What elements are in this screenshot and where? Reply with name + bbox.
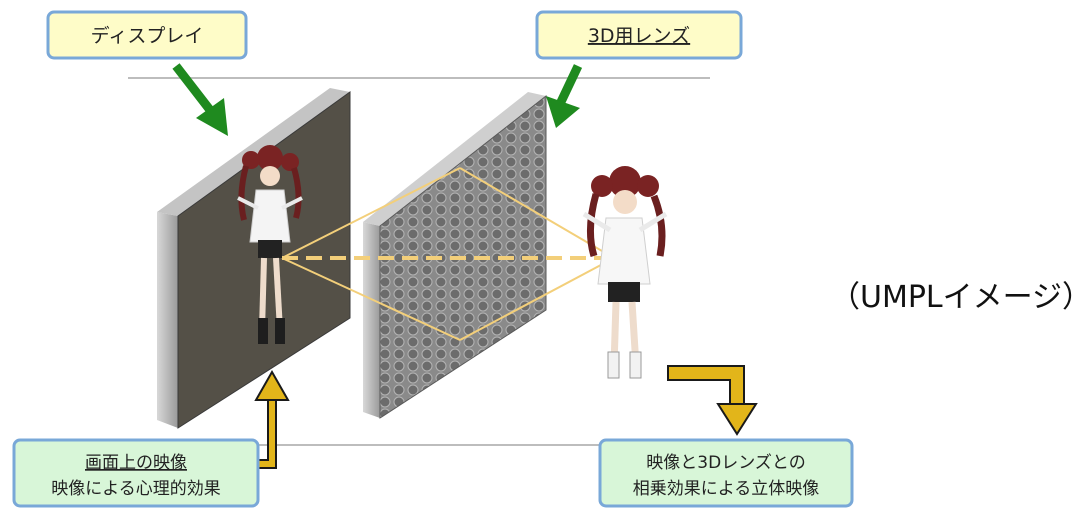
display-label: ディスプレイ [91, 25, 204, 47]
display-label-box: ディスプレイ [46, 10, 248, 60]
combined-effect-label-box: 映像と3Dレンズとの 相乗効果による立体映像 [598, 438, 854, 508]
floating-3d-figure [582, 166, 668, 379]
lens-label: 3D用レンズ [588, 25, 690, 47]
figure-on-display [237, 145, 303, 344]
lens-label-box: 3D用レンズ [535, 10, 743, 60]
combined-effect-line1: 映像と3Dレンズとの [646, 453, 805, 473]
screen-image-label-box: 画面上の映像 映像による心理的効果 [12, 438, 260, 508]
psych-effect-label: 映像による心理的効果 [51, 479, 221, 499]
arrow-down-icon-lens [546, 64, 583, 128]
arrow-down-icon-combined [667, 365, 758, 436]
combined-effect-line2: 相乗効果による立体映像 [633, 479, 820, 499]
lens-panel [363, 92, 547, 419]
umpl-caption: （UMPLイメージ） [830, 280, 1086, 315]
arrow-down-icon-display [172, 63, 228, 136]
screen-image-label: 画面上の映像 [85, 453, 187, 473]
